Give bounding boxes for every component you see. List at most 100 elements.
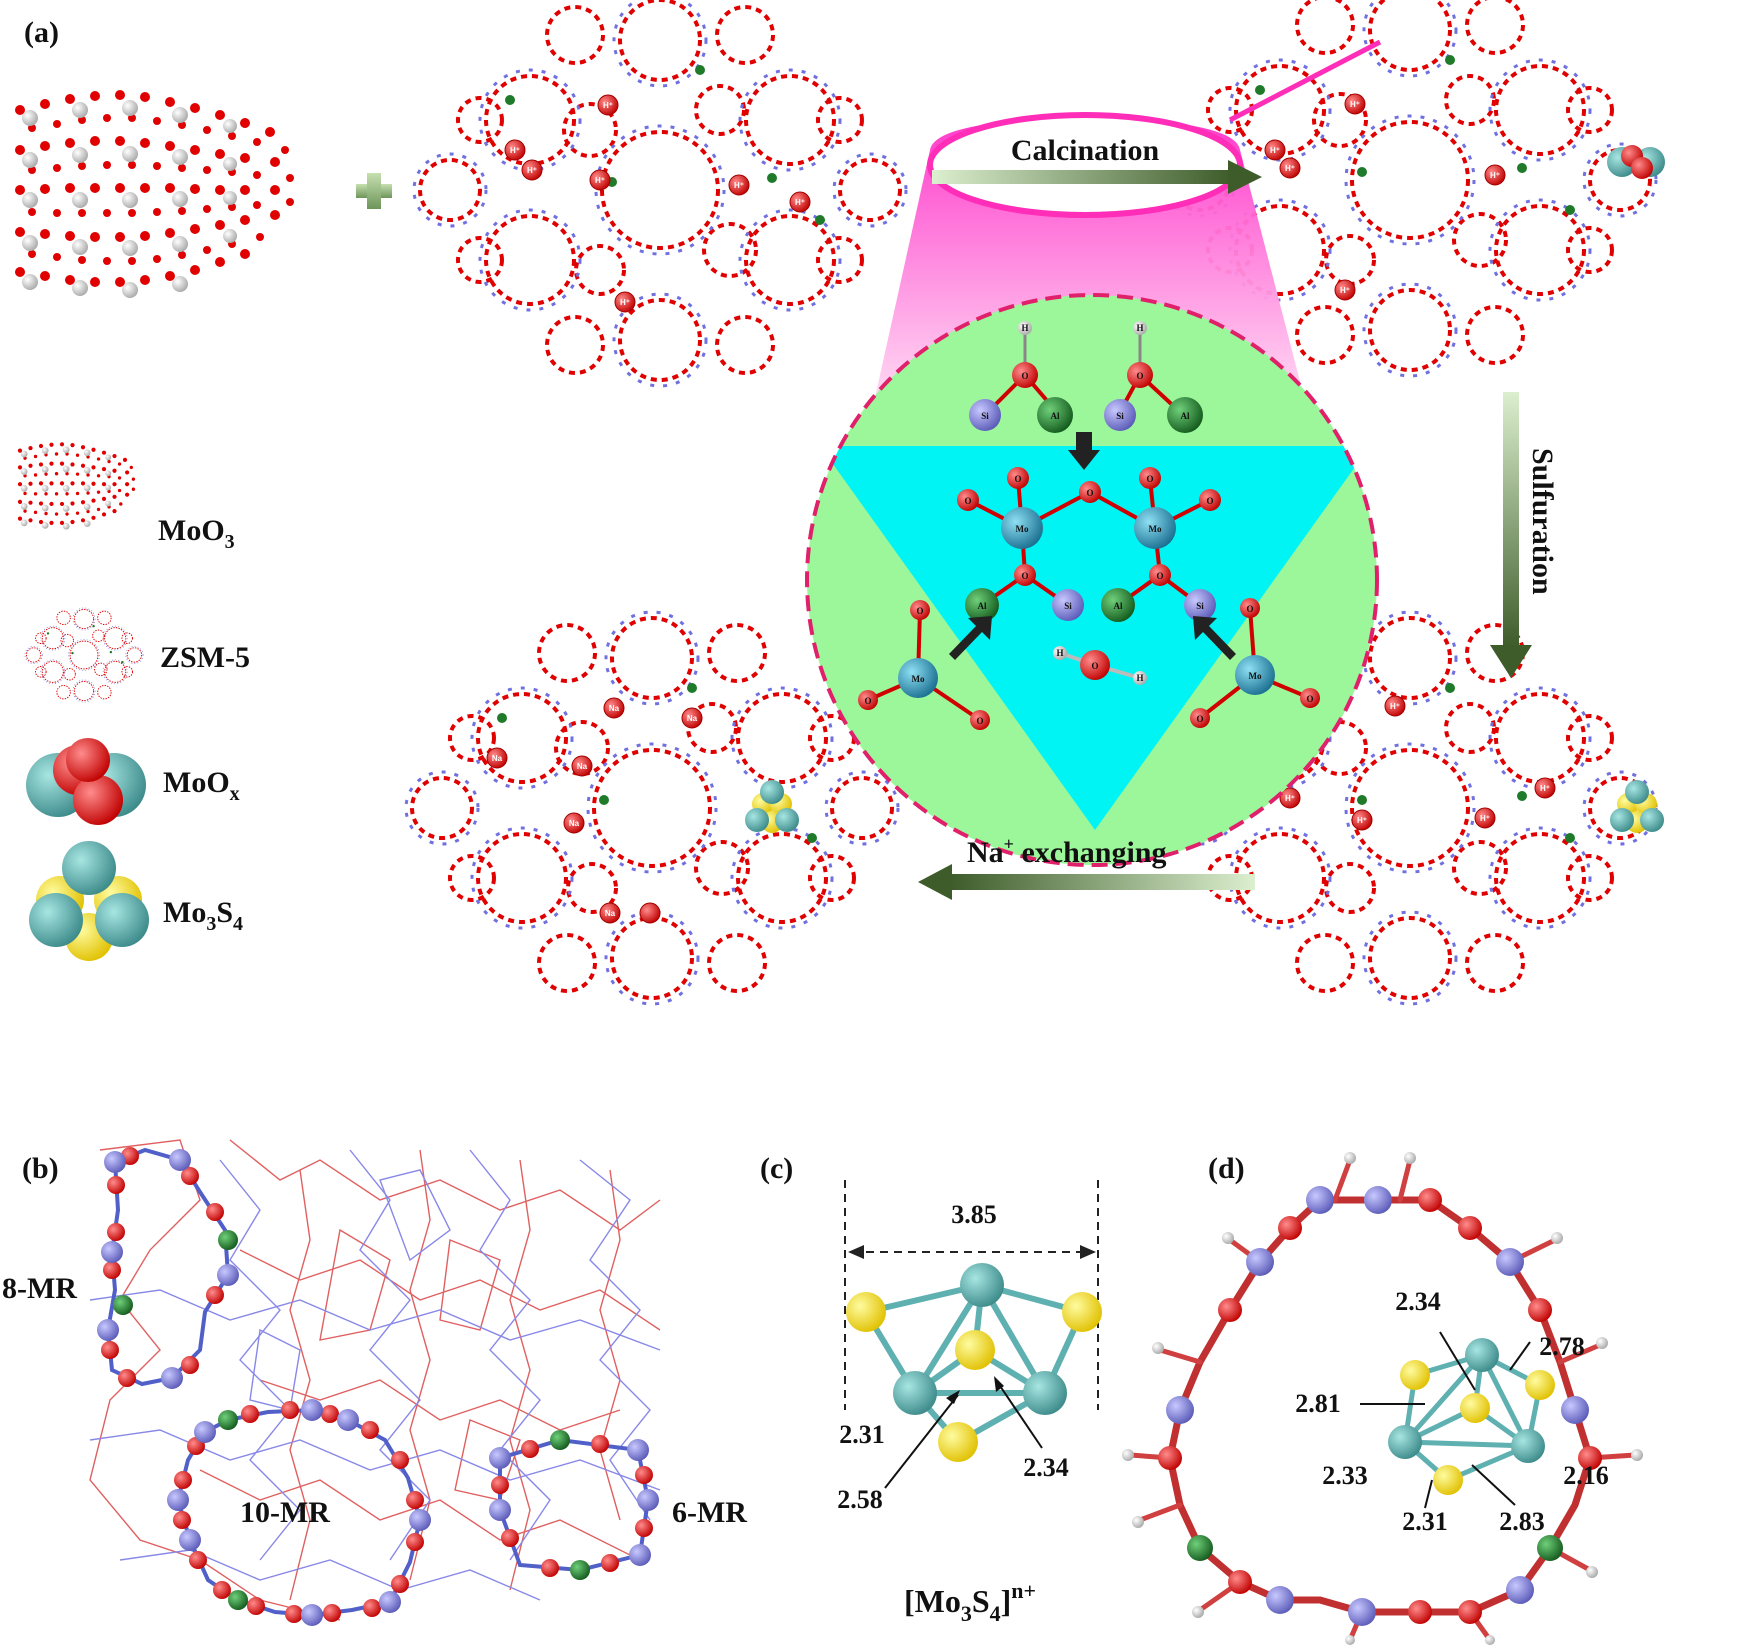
- h-plus-label: H⁺: [1350, 100, 1360, 109]
- bond-length-label: 2.78: [1539, 1332, 1585, 1361]
- h-plus-label: H⁺: [1490, 171, 1500, 180]
- na-label: Na: [605, 909, 616, 918]
- atom-label: Mo: [1149, 524, 1162, 534]
- h-plus-label: H⁺: [1285, 164, 1295, 173]
- atom-label: H: [1056, 648, 1063, 658]
- legend-moox-label: MoOx: [163, 766, 240, 805]
- mo3s4-structure-c: [844, 1180, 1102, 1489]
- mo3s4-cluster: [745, 780, 799, 833]
- atom-label: Al: [1051, 411, 1060, 421]
- atom-label: Al: [1181, 411, 1190, 421]
- h-plus-label: H⁺: [510, 146, 520, 155]
- bronsted-acid-sites: H H O O Si Al Si Al: [969, 321, 1203, 433]
- h-plus-label: H⁺: [603, 101, 613, 110]
- atom-label: Si: [1116, 411, 1124, 421]
- bond-length-label: 2.33: [1322, 1461, 1368, 1490]
- ring-label-8mr: 8-MR: [2, 1272, 77, 1305]
- atom-label: Si: [1196, 601, 1204, 611]
- atom-label: O: [1136, 371, 1143, 381]
- bond-length-label: 2.81: [1295, 1389, 1341, 1418]
- mo3s4-formula: [Mo3S4]n+: [904, 1578, 1036, 1626]
- bond-length-label: 2.34: [1395, 1287, 1441, 1316]
- atom-label: H: [1136, 323, 1143, 333]
- atom-label: Mo: [1249, 671, 1262, 681]
- legend-moox-icon: [26, 738, 146, 825]
- zsm5-framework-moox: H⁺ H⁺ H⁺ H⁺ H⁺: [1162, 0, 1665, 378]
- ring-10mr: [167, 1399, 431, 1626]
- bond-length-label: 2.16: [1563, 1461, 1609, 1490]
- na-label: Na: [492, 754, 503, 763]
- panel-label-c: (c): [760, 1152, 793, 1185]
- bond-length-label: 2.83: [1499, 1507, 1545, 1536]
- legend: MoO3 ZSM-5 MoOx Mo3S4: [17, 442, 250, 961]
- na-exchange-label: Na+ exchanging: [967, 834, 1166, 869]
- atom-label: Al: [978, 601, 987, 611]
- na-label: Na: [569, 819, 580, 828]
- legend-moo3-icon: [17, 442, 136, 530]
- na-label: Na: [609, 704, 620, 713]
- atom-label: H: [1136, 673, 1143, 683]
- moo3-monomer-left: O O O Mo: [858, 600, 990, 730]
- moo3-monomer-right: O O O Mo: [1190, 598, 1320, 728]
- atom-label: O: [916, 606, 923, 616]
- na-exchange-arrow: [918, 864, 1255, 900]
- zsm5-framework-bare: H⁺ H⁺ H⁺ H⁺ H⁺ H⁺ H⁺: [412, 0, 908, 388]
- na-label: Na: [577, 762, 588, 771]
- plus-icon: [356, 173, 392, 209]
- moo3-crystal: [15, 90, 294, 298]
- h-plus-label: H⁺: [1540, 784, 1550, 793]
- h-plus-label: H⁺: [734, 181, 744, 190]
- zsm5-framework-na: Na Na Na Na Na Na: [404, 610, 900, 1006]
- atom-label: O: [1014, 474, 1021, 484]
- legend-moo3-label: MoO3: [158, 514, 235, 553]
- h-plus-label: H⁺: [1357, 816, 1367, 825]
- h-plus-label: H⁺: [1340, 286, 1350, 295]
- reaction-arrow-down-icon: [1068, 432, 1100, 470]
- atom-label: O: [1146, 474, 1153, 484]
- ring-8mr: [97, 1147, 239, 1389]
- bond-length-label: 2.31: [839, 1420, 885, 1449]
- atom-label: O: [1091, 661, 1098, 671]
- reaction-arrow-up-left-icon: [1193, 616, 1236, 660]
- sulfuration-label: Sulfuration: [1526, 448, 1559, 595]
- atom-label: Mo: [1016, 524, 1029, 534]
- legend-zsm5-icon: [24, 607, 144, 703]
- h-plus-label: H⁺: [1390, 702, 1400, 711]
- mo-dimer-species: O O O O O O O Mo Mo Al Si Al Si: [957, 467, 1221, 622]
- bond-length-label: 2.31: [1402, 1507, 1448, 1536]
- ring-label-10mr: 10-MR: [240, 1496, 330, 1529]
- h-plus-label: H⁺: [1285, 794, 1295, 803]
- atom-label: Si: [981, 411, 989, 421]
- atom-label: O: [1021, 371, 1028, 381]
- dimension-label: 3.85: [951, 1200, 997, 1229]
- h-plus-label: H⁺: [795, 198, 805, 207]
- atom-label: O: [1021, 571, 1028, 581]
- atom-label: O: [976, 716, 983, 726]
- calcination-label: Calcination: [1011, 134, 1160, 167]
- calcination-arrow: [932, 160, 1262, 194]
- atom-label: Mo: [912, 674, 925, 684]
- na-label: Na: [687, 714, 698, 723]
- h-plus-label: H⁺: [1480, 814, 1490, 823]
- atom-label: O: [1156, 571, 1163, 581]
- sulfuration-arrow: [1490, 392, 1532, 678]
- bond-length-label: 2.34: [1023, 1453, 1069, 1482]
- ring-label-6mr: 6-MR: [672, 1496, 747, 1529]
- h-plus-label: H⁺: [1270, 146, 1280, 155]
- atom-label: O: [1086, 488, 1093, 498]
- atom-label: O: [1196, 714, 1203, 724]
- mo3s4-cluster: [1610, 780, 1664, 833]
- panel-label-d: (d): [1208, 1152, 1245, 1185]
- atom-label: O: [964, 496, 971, 506]
- panel-label-b: (b): [22, 1152, 59, 1185]
- atom-label: H: [1021, 323, 1028, 333]
- moox-cluster: [1607, 145, 1665, 179]
- atom-label: O: [1246, 604, 1253, 614]
- h-plus-label: H⁺: [595, 176, 605, 185]
- h-plus-label: H⁺: [620, 298, 630, 307]
- reaction-arrow-up-right-icon: [949, 616, 992, 660]
- legend-zsm5-label: ZSM-5: [160, 641, 250, 674]
- legend-mo3s4-icon: [29, 841, 149, 961]
- panel-label-a: (a): [24, 16, 59, 49]
